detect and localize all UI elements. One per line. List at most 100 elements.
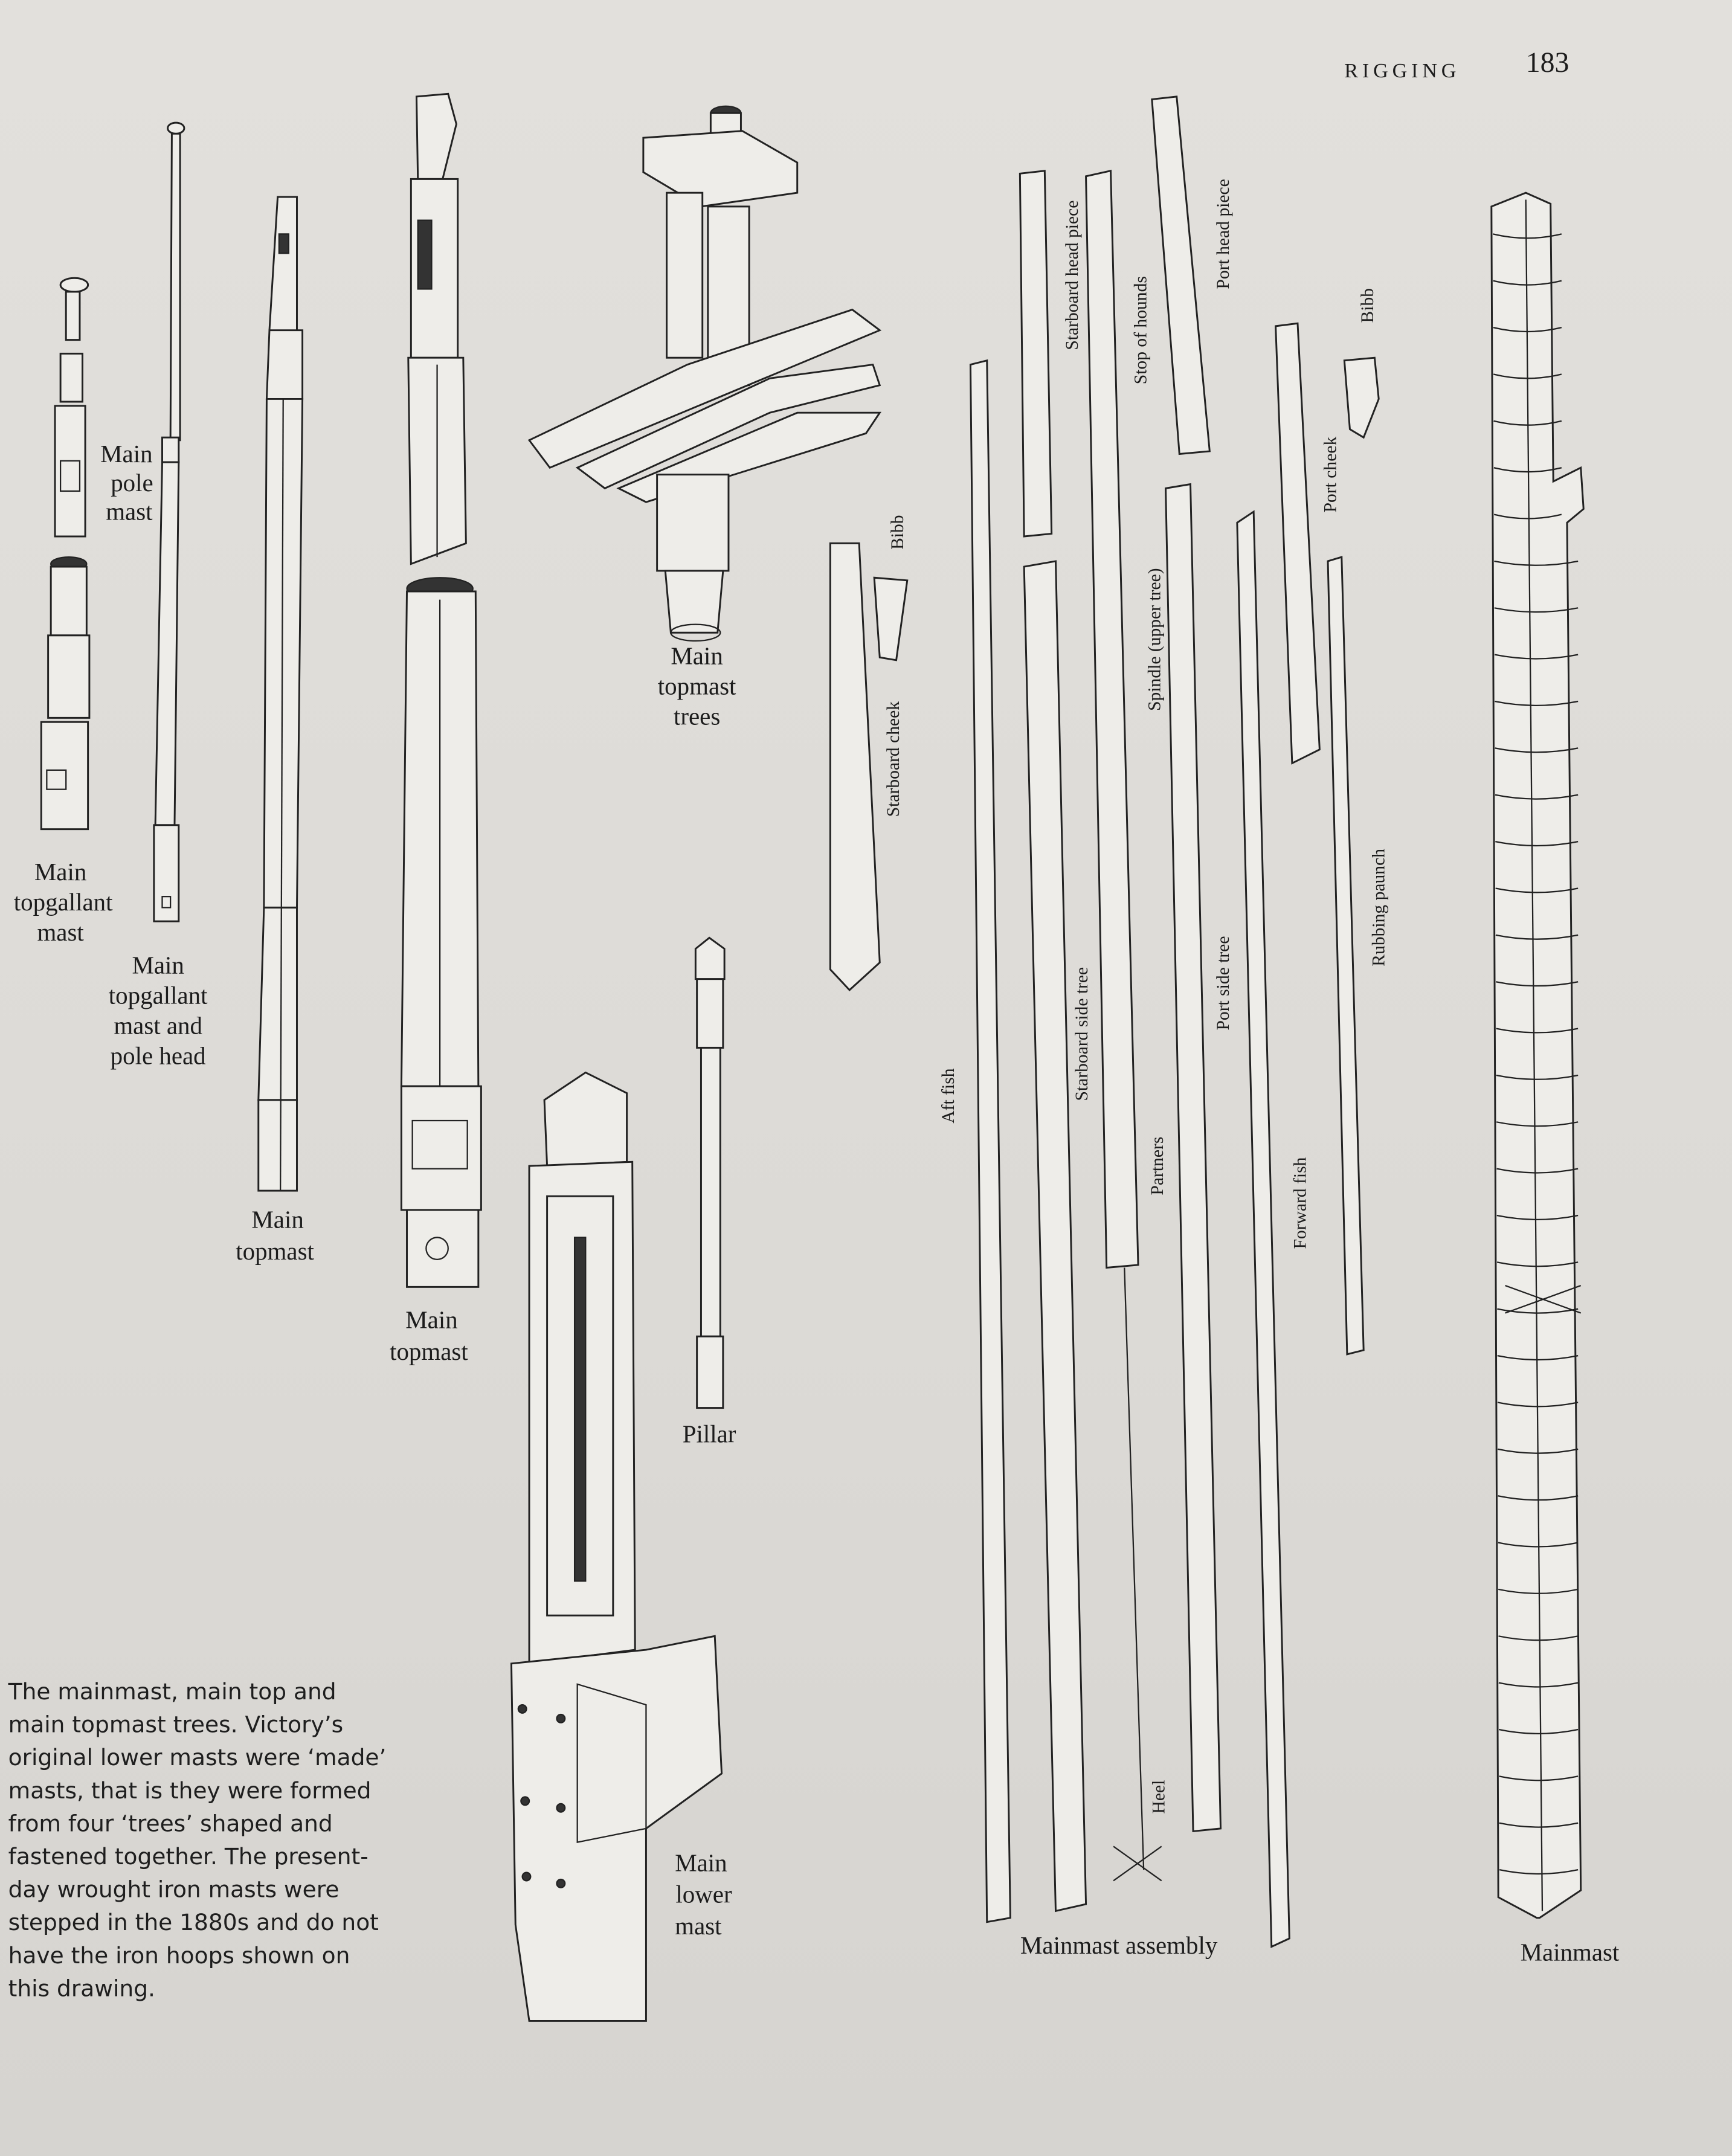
mast-hoop [1499,1869,1579,1875]
starboard-cheek-label: Starboard cheek [884,701,903,817]
mast-hoop [1498,1495,1579,1501]
svg-text:mast: mast [675,1913,722,1940]
mast-hoop [1492,233,1562,239]
spindle-part [1085,169,1139,1269]
main-topmast-drawing [257,196,304,1192]
port-side-tree-label: Port side tree [1214,936,1233,1030]
svg-text:topgallant: topgallant [14,889,113,916]
svg-text:have the iron hoops shown on: have the iron hoops shown on [8,1942,350,1969]
main-topgallant-mast-and-pole-head-drawing [153,121,185,922]
svg-text:trees: trees [674,703,720,730]
mast-hoop [1495,981,1579,987]
mainmast-assembly-label: Mainmast assembly [1020,1932,1218,1959]
svg-text:topmast: topmast [658,673,736,700]
mast-hoop [1493,280,1562,286]
svg-text:Main: Main [132,952,184,979]
mast-hoop [1498,1682,1579,1688]
starboard-head-piece-part [1019,170,1053,538]
mast-hoop [1497,1308,1579,1314]
main-lower-mast-label: Main lower mast [675,1849,732,1940]
pillar-label: Pillar [683,1420,736,1447]
mast-hoop [1495,794,1579,800]
mast-hoop [1496,1121,1579,1127]
svg-text:Main: Main [405,1307,457,1334]
forward-fish-label: Forward fish [1291,1157,1310,1249]
partners-label: Partners [1148,1137,1167,1195]
main-topmast-label: Main topmast [236,1206,314,1265]
mast-hoop [1493,327,1562,333]
main-topmast-trees-drawing [527,105,882,642]
mast-hoop [1497,1401,1579,1408]
mast-hoop [1495,887,1579,893]
starboard-cheek-part [829,542,881,991]
svg-text:mast: mast [106,498,153,526]
mast-hoop [1496,1214,1579,1221]
svg-text:Main: Main [671,643,723,670]
bibb-right-label: Bibb [1358,288,1377,323]
page-number: 183 [1526,47,1569,79]
mast-hoop [1496,1168,1579,1174]
mast-hoops [1492,233,1579,1875]
starboard-side-tree-label: Starboard side tree [1072,967,1092,1101]
svg-text:this drawing.: this drawing. [8,1975,155,2001]
svg-text:mast and: mast and [114,1012,202,1040]
svg-text:fastened together. The present: fastened together. The present- [8,1843,369,1870]
starboard-side-tree-part [1023,560,1087,1913]
svg-text:pole: pole [111,469,153,497]
main-topgallant-mast-and-pole-head-label: Main topgallant mast and pole head [109,952,208,1070]
main-topmast-large-drawing [400,92,482,1288]
mast-hoop [1493,420,1562,426]
port-head-piece-label: Port head piece [1214,179,1233,289]
mast-hoop [1497,1355,1579,1361]
mast-hoop [1493,467,1562,473]
spindle-label: Spindle (upper tree) [1145,568,1164,711]
stop-of-hounds-label: Stop of hounds [1132,276,1151,384]
mast-hoop [1494,654,1579,660]
mast-hoop [1493,513,1562,520]
rubbing-paunch-label: Rubbing paunch [1369,849,1388,967]
main-topgallant-mast-drawing [40,277,91,831]
port-head-piece-part [1151,95,1211,455]
svg-text:mast: mast [37,919,84,946]
rubbing-paunch-part [1327,556,1365,1356]
svg-text:The mainmast, main top and: The mainmast, main top and [8,1678,336,1705]
mast-hoop [1499,1775,1579,1781]
forward-fish-part [1236,510,1290,1948]
svg-text:pole head: pole head [111,1043,206,1070]
bibb-left-label: Bibb [888,515,907,550]
mast-hoop [1498,1588,1579,1594]
mast-hoop [1495,747,1579,753]
mast-hoop [1498,1542,1579,1548]
svg-text:main topmast trees. Victory’s: main topmast trees. Victory’s [8,1711,344,1738]
main-topmast-large-label: Main topmast [390,1307,468,1365]
mast-hoop [1496,1074,1579,1080]
figure-caption: The mainmast, main top and main topmast … [8,1678,387,2001]
starboard-head-piece-label: Starboard head piece [1063,201,1082,350]
svg-text:Main: Main [675,1849,727,1876]
svg-text:day wrought iron masts were: day wrought iron masts were [8,1876,340,1903]
svg-text:original lower masts were ‘mad: original lower masts were ‘made’ [8,1744,387,1771]
svg-text:Main: Main [34,858,86,886]
mast-hoop [1499,1822,1579,1828]
svg-text:Main: Main [100,440,152,468]
mast-hoop [1494,607,1579,613]
mast-hoop [1498,1728,1579,1735]
svg-text:topmast: topmast [236,1238,314,1265]
svg-text:stepped in the 1880s and do no: stepped in the 1880s and do not [8,1909,379,1936]
aft-fish-label: Aft fish [939,1068,958,1123]
aft-fish-part [969,359,1011,1923]
mast-hoop [1495,934,1579,940]
mainmast-drawing [1490,191,1585,1919]
mast-hoop [1495,841,1579,847]
port-cheek-label: Port cheek [1321,437,1341,513]
main-lower-mast-drawing [510,1071,723,2022]
mast-hoop [1498,1448,1579,1454]
mast-hoop [1493,373,1562,379]
section-header: RIGGING [1344,60,1460,82]
svg-text:topmast: topmast [390,1338,468,1365]
svg-text:topgallant: topgallant [109,982,208,1009]
mast-hoop [1494,560,1579,566]
svg-text:from four ‘trees’ shaped and: from four ‘trees’ shaped and [8,1810,333,1836]
